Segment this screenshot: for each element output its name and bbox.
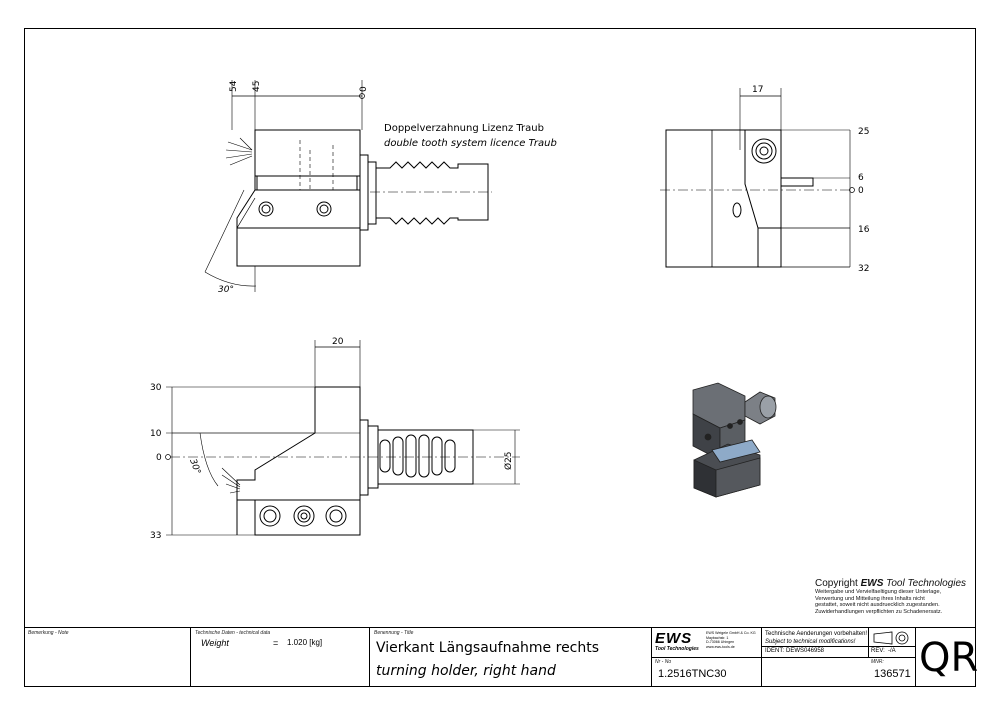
tech-label: Technische Daten - technical data	[195, 630, 271, 636]
copyright-suffix: Tool Technologies	[886, 578, 967, 589]
nr-label: Nr - No	[655, 659, 672, 665]
copyright-line: gestattet, soweit nicht ausdruecklich zu…	[815, 602, 940, 609]
dim-side-17: 17	[752, 85, 763, 95]
dim-front-30: 30	[150, 383, 162, 393]
company-line: EWS Weigele GmbH & Co. KG	[706, 631, 756, 635]
dim-front-10: 10	[150, 429, 162, 439]
angle-front: 30°	[187, 458, 202, 476]
changes-en: Subject to technical modifications!	[765, 639, 856, 645]
copyright-line: Weitergabe und Vervielfaeltigung dieser …	[815, 589, 942, 595]
company-address: EWS Weigele GmbH & Co. KG Maybachstr. 1 …	[706, 631, 756, 649]
copyright-notice: Copyright EWS Tool Technologies Weiterga…	[815, 578, 975, 615]
changes-note: Technische Aenderungen vorbehalten! Subj…	[765, 630, 867, 646]
copyright-line: Verwertung und Mitteilung ihres Inhalts …	[815, 595, 925, 602]
rev-label: REV:	[871, 648, 885, 654]
title-label: Benennung - Title	[374, 630, 414, 636]
note-de: Doppelverzahnung Lizenz Traub	[384, 123, 544, 134]
dim-top-0: 0	[359, 86, 369, 92]
copyright-prefix: Copyright	[815, 578, 858, 589]
ews-logo: EWS Tool Technologies	[655, 631, 703, 653]
remark-label: Bemerkung - Note	[28, 630, 69, 636]
rev-value: -/A	[888, 648, 896, 654]
qr-cell: QR	[916, 627, 979, 687]
weight-value: 1.020 [kg]	[287, 638, 323, 647]
copyright-brand: EWS	[860, 578, 884, 589]
front-view	[165, 340, 520, 536]
logo-sub: Tool Technologies	[655, 646, 699, 652]
company-line: D-73066 Uhingen	[706, 640, 735, 645]
copyright-line: Zuwiderhandlungen verpflichten zu Schade…	[815, 608, 943, 615]
dim-side-32: 32	[858, 264, 869, 274]
note-en: double tooth system licence Traub	[384, 138, 557, 149]
company-line: www.ews-tools.de	[706, 644, 735, 649]
divider	[652, 657, 762, 658]
dim-side-16: 16	[858, 225, 870, 235]
title-cell: Benennung - Title Vierkant Längsaufnahme…	[370, 627, 652, 687]
title-block: Bemerkung - Note Technische Daten - tech…	[24, 627, 979, 687]
projection-symbol-icon	[873, 631, 909, 645]
changes-de: Technische Aenderungen vorbehalten!	[765, 631, 868, 637]
info-cell: Technische Aenderungen vorbehalten! Subj…	[762, 627, 916, 687]
dim-side-0: 0	[858, 186, 864, 196]
dim-side-6: 6	[858, 173, 864, 183]
dim-side-25: 25	[858, 127, 869, 137]
dim-top-54: 54	[229, 80, 239, 92]
angle-top: 30°	[218, 285, 234, 295]
mnr-label: MNR:	[871, 659, 884, 665]
company-line: Maybachstr. 1	[706, 635, 729, 640]
mnr-value: 136571	[874, 668, 911, 680]
company-cell: EWS Tool Technologies EWS Weigele GmbH &…	[652, 627, 762, 687]
divider	[868, 628, 869, 657]
divider	[762, 657, 916, 658]
weight-label: Weight	[201, 638, 229, 648]
top-view	[204, 80, 492, 292]
dim-top-45: 45	[252, 81, 262, 92]
ident-label: IDENT:	[765, 648, 785, 654]
drawing-frame	[24, 28, 976, 687]
side-view	[660, 88, 855, 268]
logo-text: EWS	[655, 630, 693, 647]
iso-view	[692, 382, 777, 498]
dim-front-0: 0	[156, 453, 162, 463]
divider	[762, 646, 916, 647]
weight-eq: =	[273, 638, 279, 648]
title-en: turning holder, right hand	[376, 663, 556, 679]
ident-value: DEWS046958	[786, 648, 825, 654]
remark-cell: Bemerkung - Note	[24, 627, 191, 687]
dim-diameter: Ø25	[503, 451, 514, 470]
dim-front-20: 20	[332, 337, 344, 347]
title-de: Vierkant Längsaufnahme rechts	[376, 640, 600, 656]
dim-front-33: 33	[150, 531, 161, 541]
qr-label: QR	[919, 635, 979, 681]
nr-value: 1.2516TNC30	[658, 668, 727, 680]
tech-data-cell: Technische Daten - technical data Weight…	[191, 627, 370, 687]
